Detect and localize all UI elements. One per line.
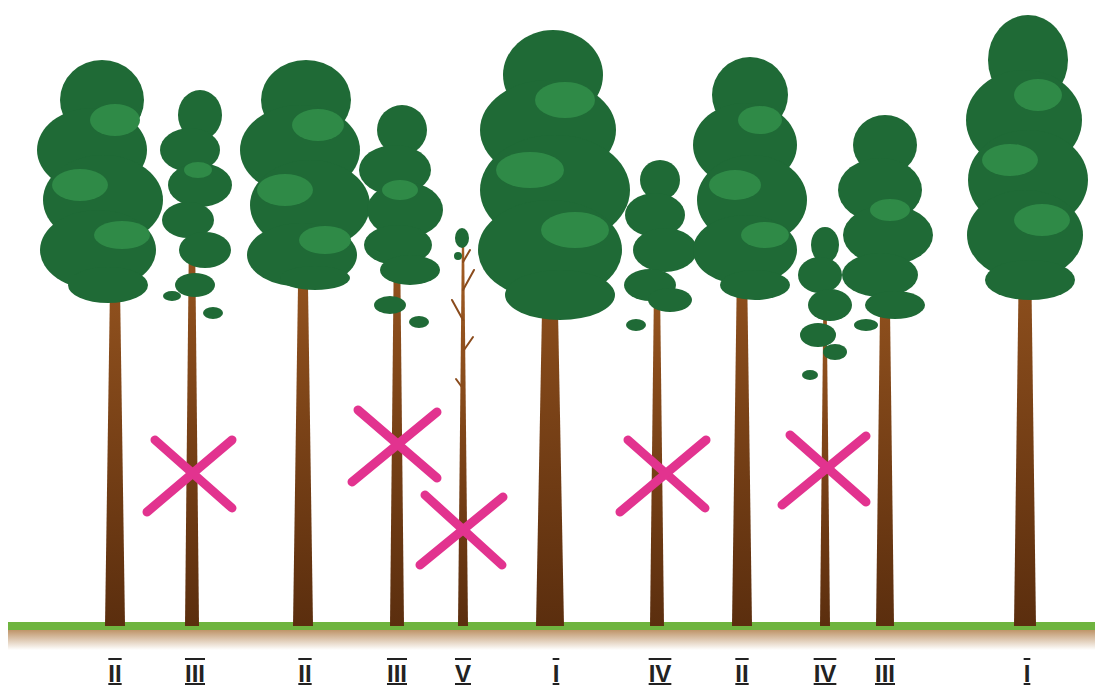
- class-numeral: IV: [814, 660, 837, 688]
- class-numeral: III: [185, 660, 205, 688]
- class-numeral: III: [387, 660, 407, 688]
- class-numeral: II: [108, 660, 121, 688]
- soil: [8, 628, 1095, 650]
- class-numeral: II: [298, 660, 311, 688]
- class-numeral: V: [455, 660, 471, 688]
- class-numeral: I: [553, 660, 560, 688]
- class-numeral: II: [735, 660, 748, 688]
- tree-crowns: [37, 15, 1088, 380]
- class-numeral: III: [875, 660, 895, 688]
- tree-trunks: [105, 100, 1036, 626]
- felling-marks: [147, 410, 866, 565]
- class-numeral: I: [1024, 660, 1031, 688]
- crown-highlights: [52, 79, 1070, 254]
- bare-branches: [452, 250, 474, 390]
- class-numeral: IV: [649, 660, 672, 688]
